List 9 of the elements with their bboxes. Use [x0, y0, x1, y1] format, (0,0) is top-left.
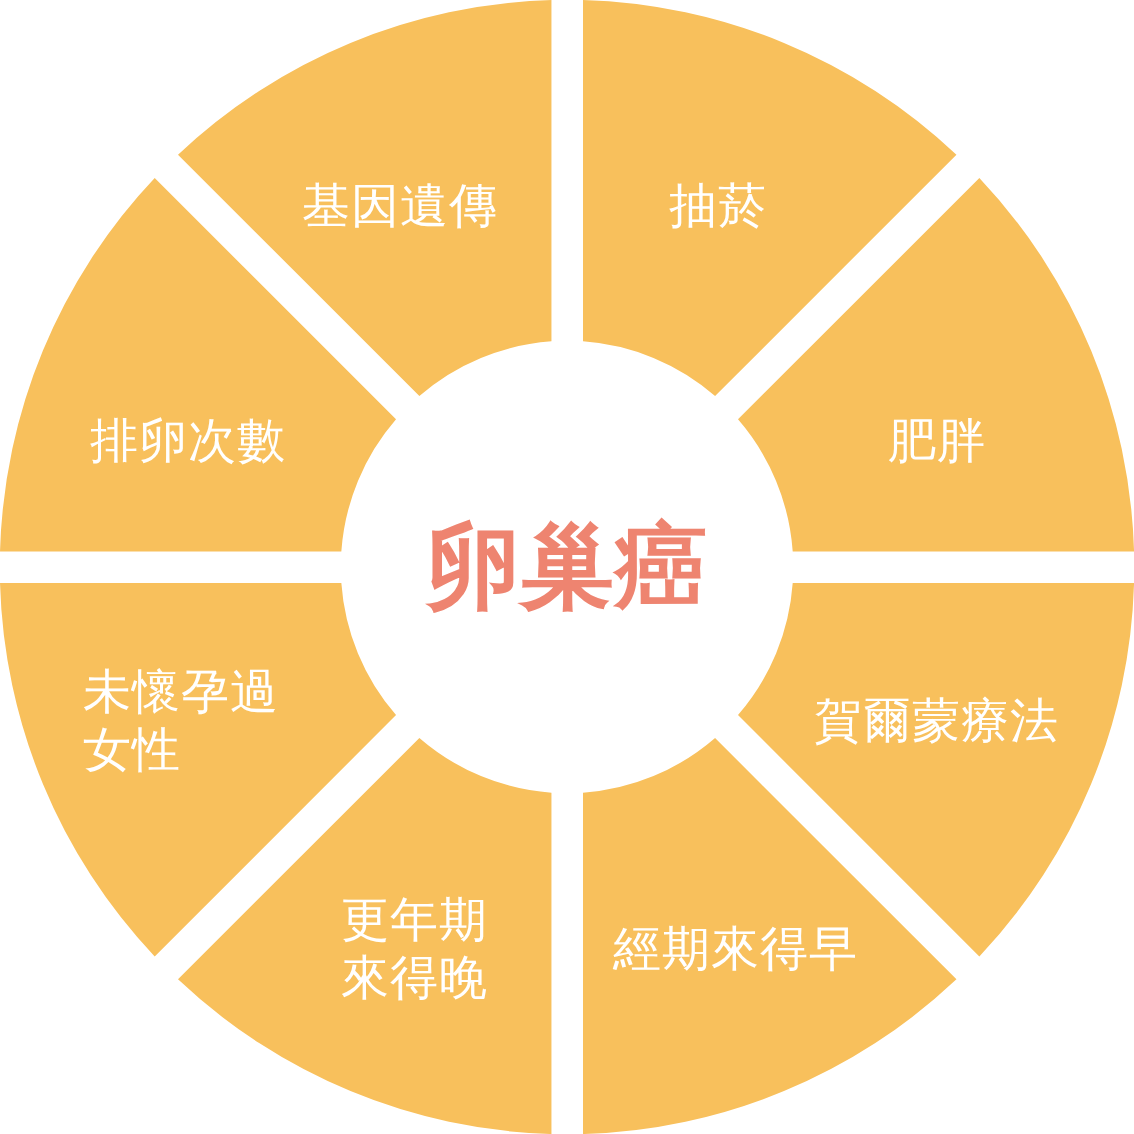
segment-label: 更年期來得晚 — [340, 890, 490, 1006]
segment-label: 肥胖 — [887, 411, 987, 469]
segment-label: 抽菸 — [668, 176, 768, 234]
segment-label: 排卵次數 — [89, 411, 287, 469]
segment-label: 基因遺傳 — [301, 176, 499, 234]
segment-label: 未懷孕過女性 — [83, 662, 280, 778]
segment-label: 經期來得早 — [611, 919, 859, 977]
center-title: 卵巢癌 — [426, 512, 708, 622]
segment-label: 賀爾蒙療法 — [813, 691, 1061, 749]
